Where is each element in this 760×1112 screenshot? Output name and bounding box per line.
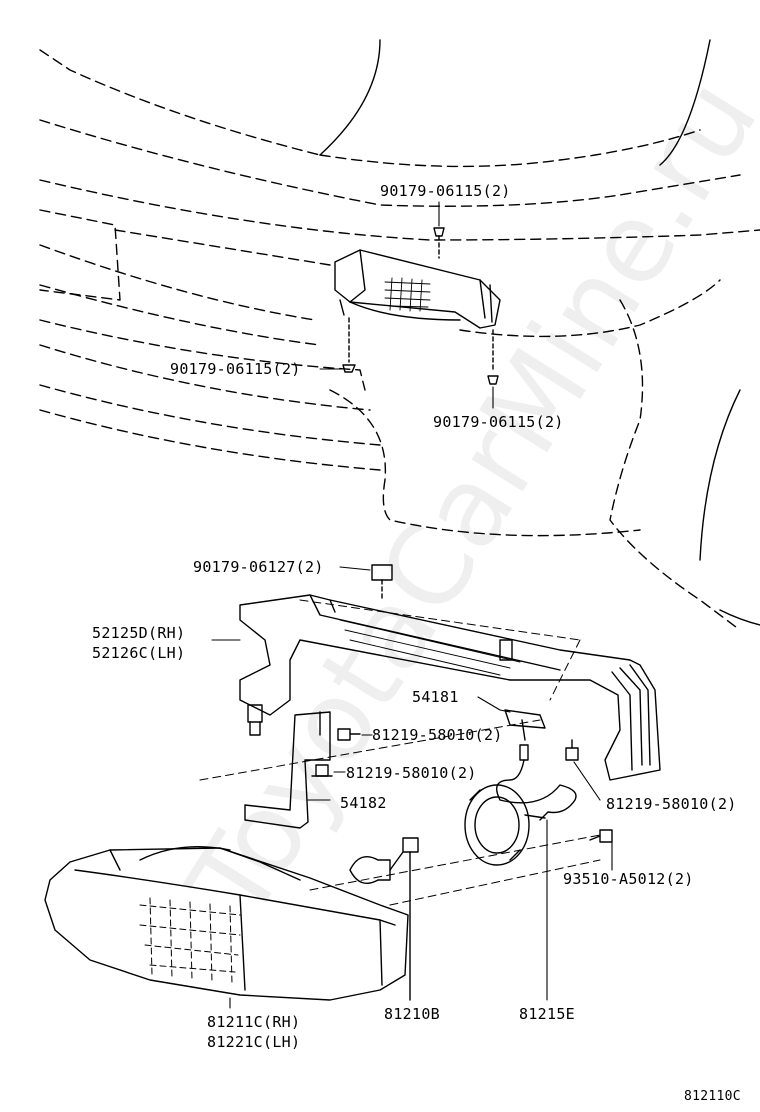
label-socket: 81215E [519,1005,575,1023]
label-stay: 54182 [340,794,387,812]
label-screw: 93510-A5012(2) [563,870,694,888]
label-lamp-lh: 81221C(LH) [207,1033,301,1051]
label-bracket-rh: 52125D(RH) [92,624,186,642]
label-bolt-a: 81219-58010(2) [372,726,503,744]
bracket-nut [371,564,393,601]
figure-code: 812110C [684,1089,741,1104]
label-bracket-small: 54181 [412,688,459,706]
upper-clips [342,227,499,385]
label-lamp-rh: 81211C(RH) [207,1013,301,1031]
headlamp-assembly [44,846,409,1001]
label-bolt-b: 81219-58010(2) [346,764,477,782]
vehicle-body-outline [39,39,760,631]
construction-lines [199,599,601,906]
bulb [349,837,419,1001]
bulb-socket [464,784,546,866]
label-nut-top: 90179-06127(2) [193,558,324,576]
wire-harness [496,744,577,821]
leader-lines [211,201,613,1009]
side-marker-lamp [334,249,501,329]
label-bulb: 81210B [384,1005,440,1023]
label-upper-right: 90179-06115(2) [433,413,564,431]
label-upper-left: 90179-06115(2) [170,360,301,378]
stay-bracket [244,711,331,829]
label-bracket-lh: 52126C(LH) [92,644,186,662]
bolts [311,728,613,843]
label-bolt-c: 81219-58010(2) [606,795,737,813]
label-upper-top: 90179-06115(2) [380,182,511,200]
small-bracket [504,709,546,741]
